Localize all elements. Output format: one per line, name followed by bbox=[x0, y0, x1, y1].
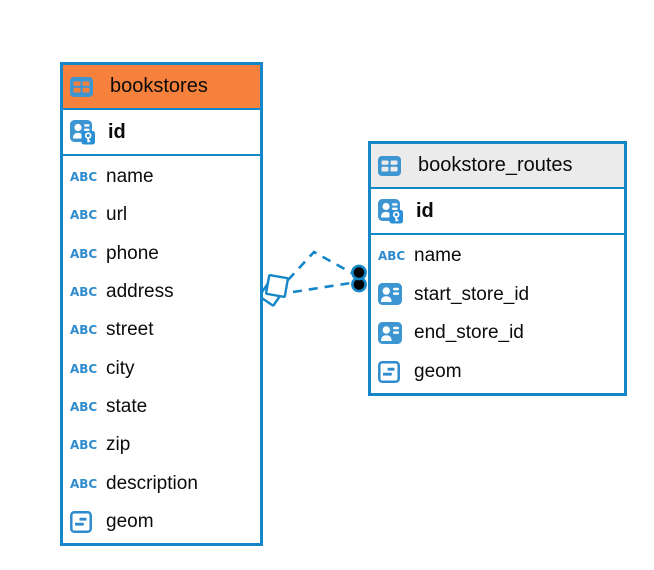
pk-label: id bbox=[108, 120, 126, 143]
reference-icon-wrap bbox=[378, 321, 410, 345]
text-type-icon: ABC bbox=[70, 476, 98, 491]
field-row-url[interactable]: ABC url bbox=[63, 196, 260, 234]
table-title: bookstores bbox=[110, 75, 208, 97]
pk-label: id bbox=[416, 199, 434, 222]
geometry-type-icon bbox=[70, 510, 92, 533]
primary-key-icon bbox=[70, 119, 102, 146]
text-type-icon: ABC bbox=[378, 249, 406, 264]
field-label: description bbox=[106, 472, 198, 494]
text-type-icon: ABC bbox=[70, 323, 98, 338]
geometry-icon-wrap bbox=[70, 510, 102, 533]
text-type-icon: ABC bbox=[70, 208, 98, 223]
text-icon-wrap: ABC bbox=[70, 323, 102, 337]
field-label: zip bbox=[106, 434, 131, 456]
field-row-zip[interactable]: ABC zip bbox=[63, 426, 260, 464]
table-bookstore-routes-header[interactable]: bookstore_routes bbox=[371, 144, 624, 189]
text-type-icon: ABC bbox=[70, 361, 98, 376]
field-row-geom[interactable]: geom bbox=[63, 503, 260, 541]
field-label: address bbox=[106, 281, 174, 303]
field-row-phone[interactable]: ABC phone bbox=[63, 235, 260, 273]
field-row-street[interactable]: ABC street bbox=[63, 311, 260, 349]
relation-dot-upper bbox=[351, 264, 367, 281]
table-title: bookstore_routes bbox=[418, 154, 573, 176]
field-label: url bbox=[106, 204, 128, 226]
pk-row[interactable]: id bbox=[371, 189, 624, 235]
text-type-icon: ABC bbox=[70, 285, 98, 300]
field-row-city[interactable]: ABC city bbox=[63, 349, 260, 387]
relation-line-upper bbox=[287, 250, 353, 281]
reference-icon-wrap bbox=[378, 283, 410, 306]
reference-icon bbox=[378, 321, 402, 344]
field-label: start_store_id bbox=[414, 283, 530, 305]
table-bookstore-routes[interactable]: bookstore_routes id ABC name start_store_i… bbox=[368, 141, 627, 396]
field-label: phone bbox=[106, 242, 159, 264]
field-label: state bbox=[106, 395, 148, 417]
text-icon-wrap: ABC bbox=[70, 247, 102, 261]
text-type-icon: ABC bbox=[70, 399, 98, 414]
field-label: geom bbox=[414, 360, 462, 382]
text-icon-wrap: ABC bbox=[70, 400, 102, 414]
field-label: geom bbox=[106, 510, 154, 532]
field-row-state[interactable]: ABC state bbox=[63, 388, 260, 426]
text-icon-wrap: ABC bbox=[70, 285, 102, 299]
reference-icon bbox=[378, 283, 402, 306]
field-row-name[interactable]: ABC name bbox=[371, 237, 624, 276]
field-label: name bbox=[414, 245, 462, 267]
text-type-icon: ABC bbox=[70, 438, 98, 453]
text-icon-wrap: ABC bbox=[378, 249, 410, 263]
field-row-address[interactable]: ABC address bbox=[63, 273, 260, 311]
relation-dot-lower bbox=[351, 276, 367, 293]
relation-line-lower bbox=[292, 281, 352, 294]
field-label: street bbox=[106, 319, 154, 341]
field-row-geom[interactable]: geom bbox=[371, 353, 624, 392]
table-icon bbox=[378, 155, 410, 176]
relation-square-front bbox=[264, 273, 290, 299]
text-type-icon: ABC bbox=[70, 246, 98, 261]
field-row-description[interactable]: ABC description bbox=[63, 464, 260, 502]
text-icon-wrap: ABC bbox=[70, 477, 102, 491]
field-row-end_store_id[interactable]: end_store_id bbox=[371, 314, 624, 353]
field-label: name bbox=[106, 166, 154, 188]
field-label: end_store_id bbox=[414, 322, 524, 344]
primary-key-icon bbox=[378, 198, 410, 225]
text-icon-wrap: ABC bbox=[70, 362, 102, 376]
text-icon-wrap: ABC bbox=[70, 208, 102, 222]
field-row-name[interactable]: ABC name bbox=[63, 158, 260, 196]
geometry-type-icon bbox=[378, 360, 400, 383]
text-icon-wrap: ABC bbox=[70, 170, 102, 184]
text-icon-wrap: ABC bbox=[70, 438, 102, 452]
pk-row[interactable]: id bbox=[63, 110, 260, 156]
text-type-icon: ABC bbox=[70, 170, 98, 185]
table-icon bbox=[70, 76, 102, 97]
field-row-start_store_id[interactable]: start_store_id bbox=[371, 276, 624, 315]
field-label: city bbox=[106, 357, 135, 379]
geometry-icon-wrap bbox=[378, 360, 410, 383]
table-bookstores-header[interactable]: bookstores bbox=[63, 65, 260, 110]
